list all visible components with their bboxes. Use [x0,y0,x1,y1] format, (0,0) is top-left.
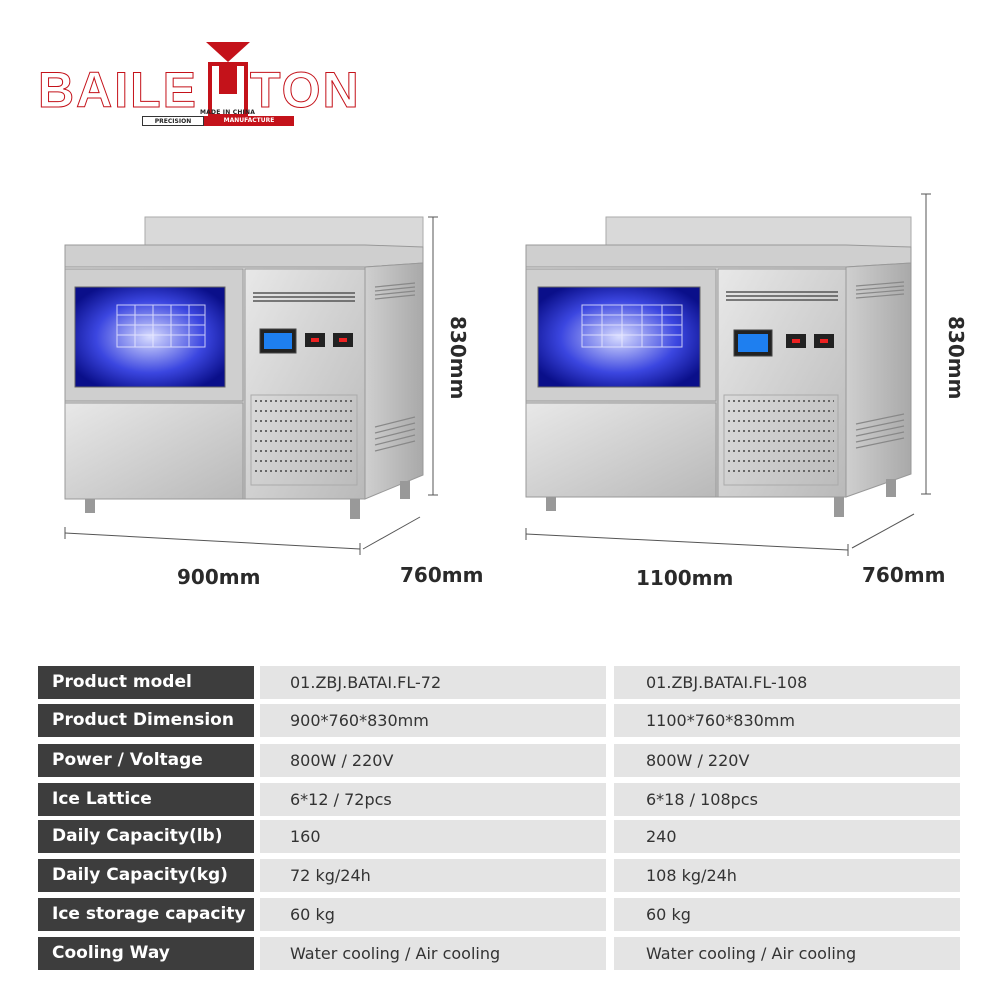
spec-value-model-b: 60 kg [614,898,960,931]
depth-label-large: 760mm [862,563,946,587]
spec-label: Product Dimension [38,704,254,737]
spec-value-model-a: 01.ZBJ.BATAI.FL-72 [260,666,606,699]
spec-value-model-a: 72 kg/24h [260,859,606,892]
spec-row-capacity-lb: Daily Capacity(lb) 160 240 [38,820,960,853]
spec-value-model-b: 108 kg/24h [614,859,960,892]
width-label-large: 1100mm [636,566,734,590]
spec-row-power: Power / Voltage 800W / 220V 800W / 220V [38,744,960,777]
spec-row-product-model: Product model 01.ZBJ.BATAI.FL-72 01.ZBJ.… [38,666,960,699]
spec-value-model-a: 60 kg [260,898,606,931]
spec-row-cooling-way: Cooling Way Water cooling / Air cooling … [38,937,960,970]
logo-tagline: PRECISION MANUFACTURE [142,116,294,126]
spec-value-model-b: Water cooling / Air cooling [614,937,960,970]
spec-value-model-b: 800W / 220V [614,744,960,777]
logo-made-in: MADE IN CHINA [200,109,256,116]
spec-value-model-b: 6*18 / 108pcs [614,783,960,816]
spec-value-model-a: 900*760*830mm [260,704,606,737]
spec-label: Daily Capacity(lb) [38,820,254,853]
spec-row-ice-lattice: Ice Lattice 6*12 / 72pcs 6*18 / 108pcs [38,783,960,816]
width-label-small: 900mm [177,565,261,589]
spec-value-model-a: Water cooling / Air cooling [260,937,606,970]
spec-value-model-b: 1100*760*830mm [614,704,960,737]
ice-machine-image-large [525,193,931,556]
logo-text-left: BAILE [38,62,198,118]
spec-row-dimension: Product Dimension 900*760*830mm 1100*760… [38,704,960,737]
spec-value-model-a: 160 [260,820,606,853]
spec-row-ice-storage: Ice storage capacity 60 kg 60 kg [38,898,960,931]
logo-manufacture: MANUFACTURE [204,116,294,126]
logo-text-right: TON [250,62,361,118]
depth-label-small: 760mm [400,563,484,587]
ice-machine-image-small [64,216,438,555]
spec-value-model-b: 240 [614,820,960,853]
height-label-large: 830mm [944,316,968,400]
logo-precision: PRECISION [142,116,204,126]
brand-logo: BAILE TON PRECISION MANUFACTURE [38,40,368,130]
spec-label: Ice storage capacity [38,898,254,931]
spec-label: Ice Lattice [38,783,254,816]
spec-label: Cooling Way [38,937,254,970]
spec-label: Product model [38,666,254,699]
spec-row-capacity-kg: Daily Capacity(kg) 72 kg/24h 108 kg/24h [38,859,960,892]
spec-value-model-b: 01.ZBJ.BATAI.FL-108 [614,666,960,699]
spec-label: Power / Voltage [38,744,254,777]
height-label-small: 830mm [446,316,470,400]
spec-value-model-a: 800W / 220V [260,744,606,777]
spec-value-model-a: 6*12 / 72pcs [260,783,606,816]
spec-label: Daily Capacity(kg) [38,859,254,892]
